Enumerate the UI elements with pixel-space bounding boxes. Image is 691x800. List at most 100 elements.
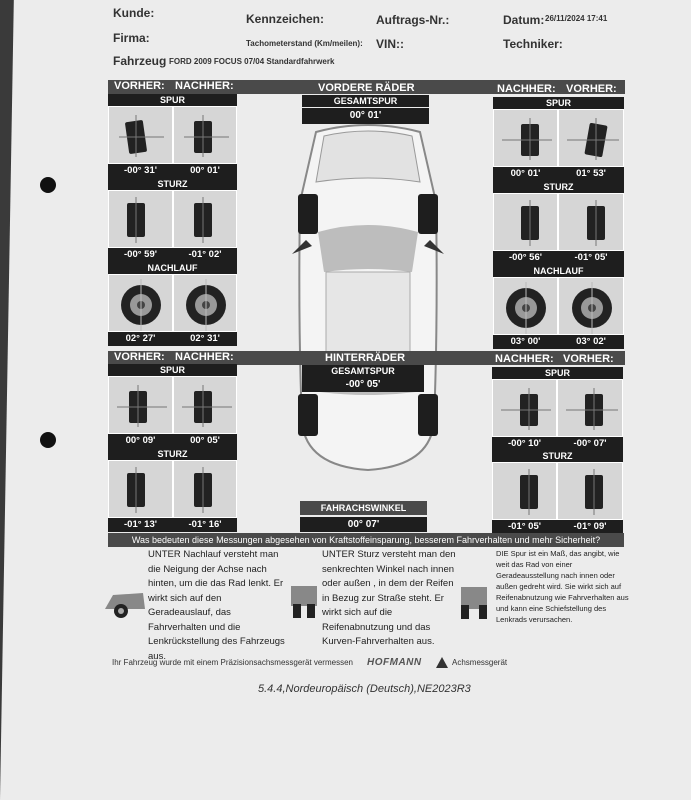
front-total-toe-label: GESAMTSPUR [302,95,429,107]
rear-wheels-title: HINTERRÄDER [325,352,406,364]
toe-description: DIE Spur ist ein Maß, das angibt, wie we… [496,549,629,624]
front-right-caster-after-tile [493,277,558,335]
wheel-rear-view-icon [127,467,145,513]
front-left-toe-after-tile [173,106,237,164]
wheel-rear-view-icon [587,200,605,246]
camber-description: UNTER Sturz versteht man den senkrechten… [322,549,456,647]
front-right-before-label: VORHER: [566,83,617,95]
software-version: 5.4.4,Nordeuropäisch (Deutsch),NE2023R3 [258,683,471,695]
rear-total-toe-label: GESAMTSPUR [302,365,424,377]
hofmann-logo: HOFMANN [367,657,422,668]
rear-right-toe-before-value: -00° 07' [557,437,623,451]
rear-right-toe-after-value: -00° 10' [492,437,557,451]
wheel-side-view-icon [121,279,161,331]
toe-info-icon [461,587,487,619]
question-bar: Was bedeuten diese Messungen abgesehen v… [108,533,624,547]
front-right-camber-after-tile [493,193,558,251]
wheel-rear-view-icon [585,469,603,515]
caster-info-icon [105,593,145,618]
wheel-front-view-icon [502,118,552,160]
customer-label: Kunde: [113,6,155,20]
front-wheels-title: VORDERE RÄDER [318,82,415,94]
rear-left-toe-after-tile [173,376,237,434]
wheel-front-view-icon [184,115,229,157]
alignment-device-text: Achsmessgerät [452,658,508,667]
wheel-front-view-icon [119,115,164,157]
measured-with-text: Ihr Fahrzeug wurde mit einem Präzisionsa… [112,658,353,667]
front-total-toe-value: 00° 01' [302,108,429,124]
wheel-front-view-icon [117,385,167,427]
front-left-camber-after-value: -01° 02' [173,248,237,262]
front-left-caster-before-value: 02° 27' [108,332,173,346]
front-right-camber-header: STURZ [493,181,624,193]
rear-left-after-label: NACHHER: [175,351,234,363]
rear-right-toe-before-tile [557,379,623,437]
front-left-before-label: VORHER: [114,80,165,92]
front-left-toe-header: SPUR [108,94,237,106]
wheel-side-view-icon [506,282,546,334]
front-right-caster-before-value: 03° 02' [558,335,624,349]
front-right-caster-header: NACHLAUF [493,265,624,277]
front-header-bar [108,80,625,94]
front-left-toe-before-value: -00° 31' [108,164,173,178]
front-right-toe-after-value: 00° 01' [493,167,558,181]
rear-left-camber-before-value: -01° 13' [108,518,173,532]
rear-left-toe-before-tile [108,376,173,434]
wheel-rear-view-icon [521,200,539,246]
rear-left-before-label: VORHER: [114,351,165,363]
front-left-caster-header: NACHLAUF [108,262,237,274]
rear-right-camber-before-tile [557,462,623,520]
rear-right-camber-before-value: -01° 09' [557,520,623,534]
rear-right-before-label: VORHER: [563,353,614,365]
date-label: Datum: [503,13,545,27]
punch-hole-bottom [40,432,56,448]
front-right-after-label: NACHHER: [497,83,556,95]
vehicle-label: Fahrzeug [113,54,167,68]
rear-total-toe-value: -00° 05' [302,377,424,392]
rear-left-camber-before-tile [108,460,173,518]
front-right-camber-before-value: -01° 05' [558,251,624,265]
car-top-view-image [292,124,444,472]
front-left-toe-before-tile [108,106,173,164]
rear-right-camber-after-tile [492,462,557,520]
technician-label: Techniker: [503,37,563,51]
front-left-caster-after-tile [173,274,237,332]
rear-left-toe-after-value: 00° 05' [173,434,237,448]
hofmann-logo-mark [436,657,448,668]
thrust-angle-label: FAHRACHSWINKEL [300,501,427,515]
wheel-side-view-icon [572,282,612,334]
rear-header-bar [108,351,625,365]
caster-description: UNTER Nachlauf versteht man die Neigung … [148,549,285,662]
front-left-camber-after-tile [173,190,237,248]
plate-label: Kennzeichen: [246,12,325,26]
company-label: Firma: [113,31,150,45]
rear-right-after-label: NACHHER: [495,353,554,365]
front-left-camber-header: STURZ [108,178,237,190]
odometer-label: Tachometerstand (Km/meilen): [246,39,363,48]
vin-label: VIN:: [376,37,404,51]
wheel-front-view-icon [501,388,551,430]
front-right-camber-after-value: -00° 56' [493,251,558,265]
wheel-rear-view-icon [194,467,212,513]
wheel-front-view-icon [566,388,618,430]
camber-info-icon [291,586,317,618]
front-right-toe-header: SPUR [493,97,624,109]
rear-right-toe-after-tile [492,379,557,437]
front-left-camber-before-value: -00° 59' [108,248,173,262]
front-left-caster-before-tile [108,274,173,332]
wheel-side-view-icon [186,279,226,331]
front-right-toe-before-tile [558,109,624,167]
front-left-camber-before-tile [108,190,173,248]
date-value: 26/11/2024 17:41 [545,14,608,23]
wheel-rear-view-icon [520,469,538,515]
order-number-label: Auftrags-Nr.: [376,13,450,27]
rear-right-toe-header: SPUR [492,367,623,379]
front-right-camber-before-tile [558,193,624,251]
rear-left-camber-after-value: -01° 16' [173,518,237,532]
vehicle-value: FORD 2009 FOCUS 07/04 Standardfahrwerk [169,57,335,66]
wheel-rear-view-icon [194,197,212,243]
front-right-caster-before-tile [558,277,624,335]
rear-right-camber-header: STURZ [492,450,623,462]
front-left-caster-after-value: 02° 31' [173,332,237,346]
